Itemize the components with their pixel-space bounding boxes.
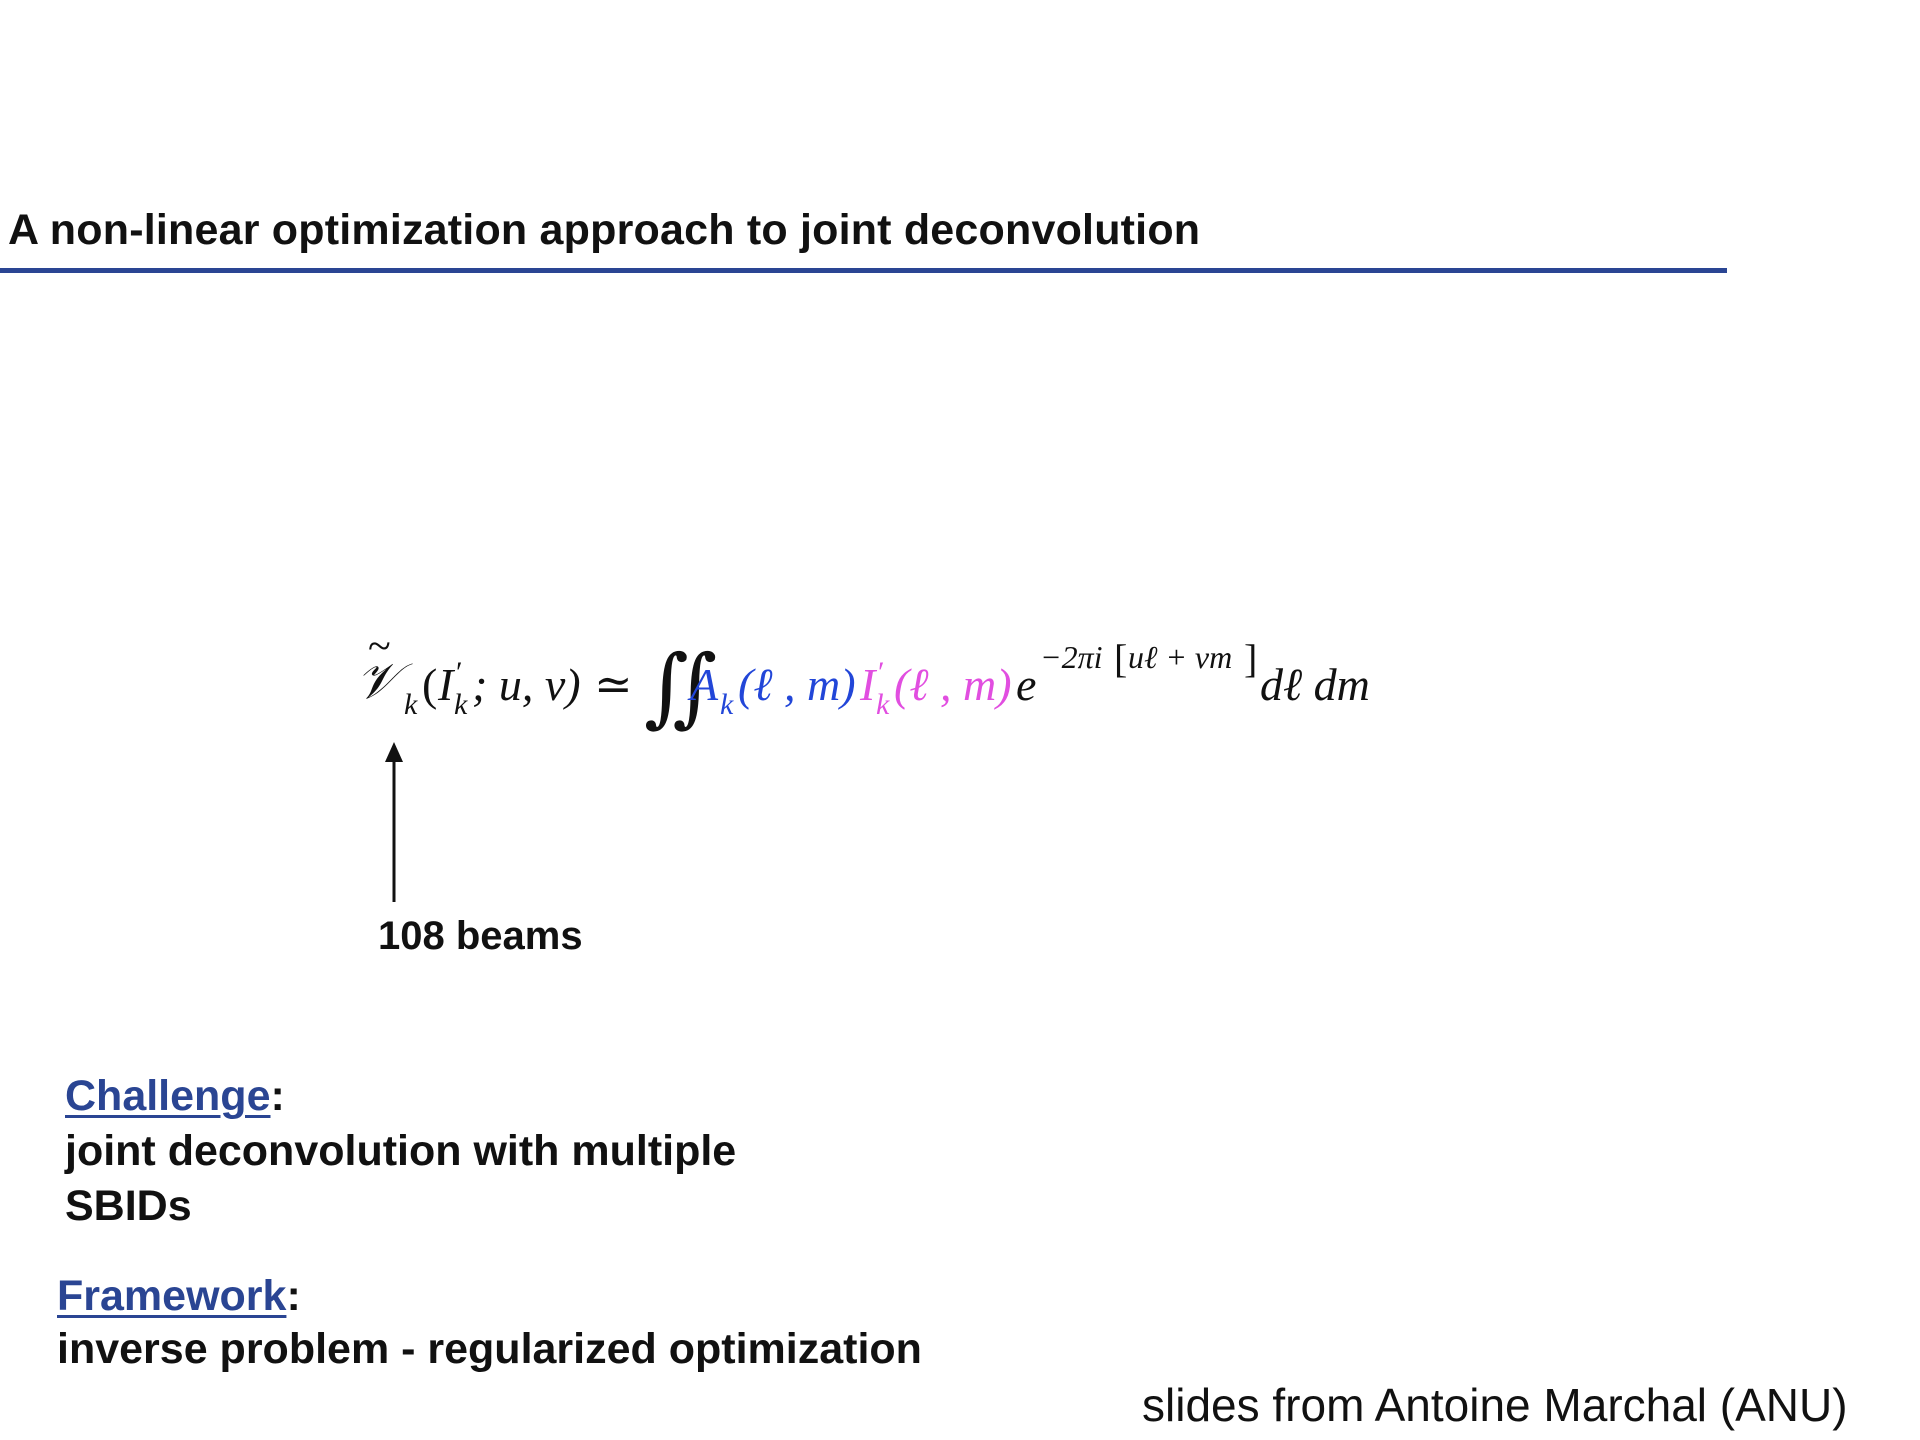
eq-lhs-args: ; u, v) [472, 659, 581, 710]
eq-I-subscript: k [876, 688, 890, 721]
visibility-equation: 𝒱 ~ k ( I ′ k ; u, v) ≃ ∬ A k (ℓ , m) I … [356, 624, 1370, 735]
eq-lhs-subscript: k [404, 688, 418, 721]
eq-exp-bracket-open: [ [1114, 636, 1127, 681]
title-underline [0, 268, 1727, 273]
eq-exp-inner: uℓ + vm [1128, 639, 1232, 675]
eq-lhs-open-paren: ( [422, 659, 437, 710]
eq-relation: ≃ [594, 659, 633, 710]
framework-heading-colon: : [286, 1272, 301, 1320]
eq-lhs-I-prime: ′ [456, 656, 463, 689]
slide-title: A non-linear optimization approach to jo… [8, 206, 1201, 254]
challenge-body: joint deconvolution with multiple SBIDs [65, 1124, 736, 1234]
challenge-line: joint deconvolution with multiple [65, 1127, 737, 1175]
framework-body: inverse problem - regularized optimizati… [57, 1322, 922, 1377]
framework-heading: Framework: [57, 1272, 301, 1321]
eq-integral: ∬ [644, 639, 717, 735]
eq-exp-base: e [1016, 659, 1036, 710]
eq-I-args: (ℓ , m) [894, 659, 1012, 710]
framework-heading-word: Framework [57, 1272, 287, 1320]
eq-I-prime: ′ [878, 656, 885, 689]
eq-A-args: (ℓ , m) [738, 659, 856, 710]
framework-line: inverse problem - regularized optimizati… [57, 1325, 922, 1373]
eq-measure: dℓ dm [1260, 659, 1370, 710]
challenge-heading-word: Challenge [65, 1072, 271, 1120]
eq-lhs-I-subscript: k [454, 688, 468, 721]
challenge-heading-colon: : [270, 1072, 285, 1120]
up-arrow-icon [385, 742, 403, 902]
challenge-heading: Challenge: [65, 1072, 285, 1121]
eq-I-symbol: I [859, 659, 878, 710]
eq-lhs-I: I [437, 659, 456, 710]
beams-label: 108 beams [378, 914, 583, 958]
eq-lhs-tilde: ~ [368, 624, 391, 670]
eq-exp-bracket-close: ] [1244, 636, 1257, 681]
eq-A-subscript: k [720, 688, 734, 721]
slide-credit: slides from Antoine Marchal (ANU) [1142, 1379, 1848, 1431]
eq-exp-power: −2πi [1040, 639, 1103, 675]
eq-A-symbol: A [687, 659, 719, 710]
challenge-line: SBIDs [65, 1182, 192, 1230]
